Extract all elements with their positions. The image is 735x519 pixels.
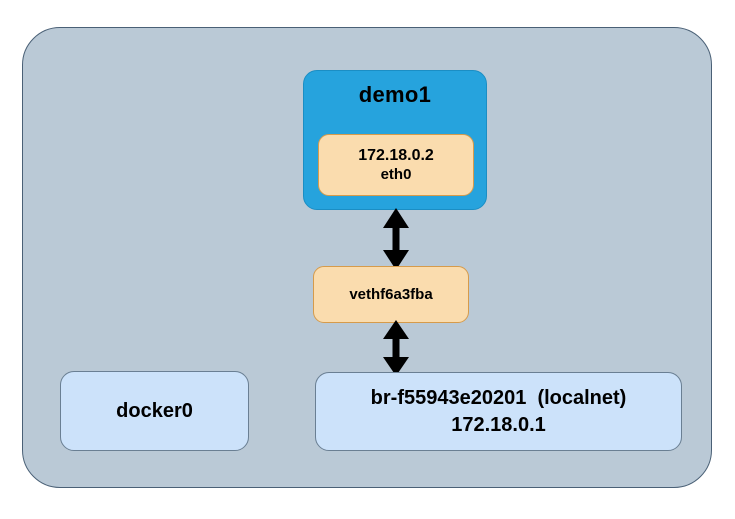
interface-ip-address: 172.18.0.2 [358,146,434,164]
interface-name: eth0 [380,165,412,183]
bridge-gateway-ip: 172.18.0.1 [451,413,546,436]
connector-arrow-veth-bridge [383,320,409,376]
interface-node-eth0: 172.18.0.2 eth0 [318,134,474,196]
veth-interface-node: vethf6a3fba [313,266,469,323]
bridge-name-localnet: br-f55943e20201 (localnet) [370,386,627,409]
container-title-demo1: demo1 [358,82,432,107]
container-node-demo1: demo1 172.18.0.2 eth0 [303,70,487,210]
bridge-node-docker0: docker0 [60,371,249,451]
veth-label: vethf6a3fba [349,286,433,303]
bridge-node-localnet: br-f55943e20201 (localnet) 172.18.0.1 [315,372,682,451]
connector-arrow-eth0-veth [383,208,409,270]
bridge-label-docker0: docker0 [116,399,193,422]
